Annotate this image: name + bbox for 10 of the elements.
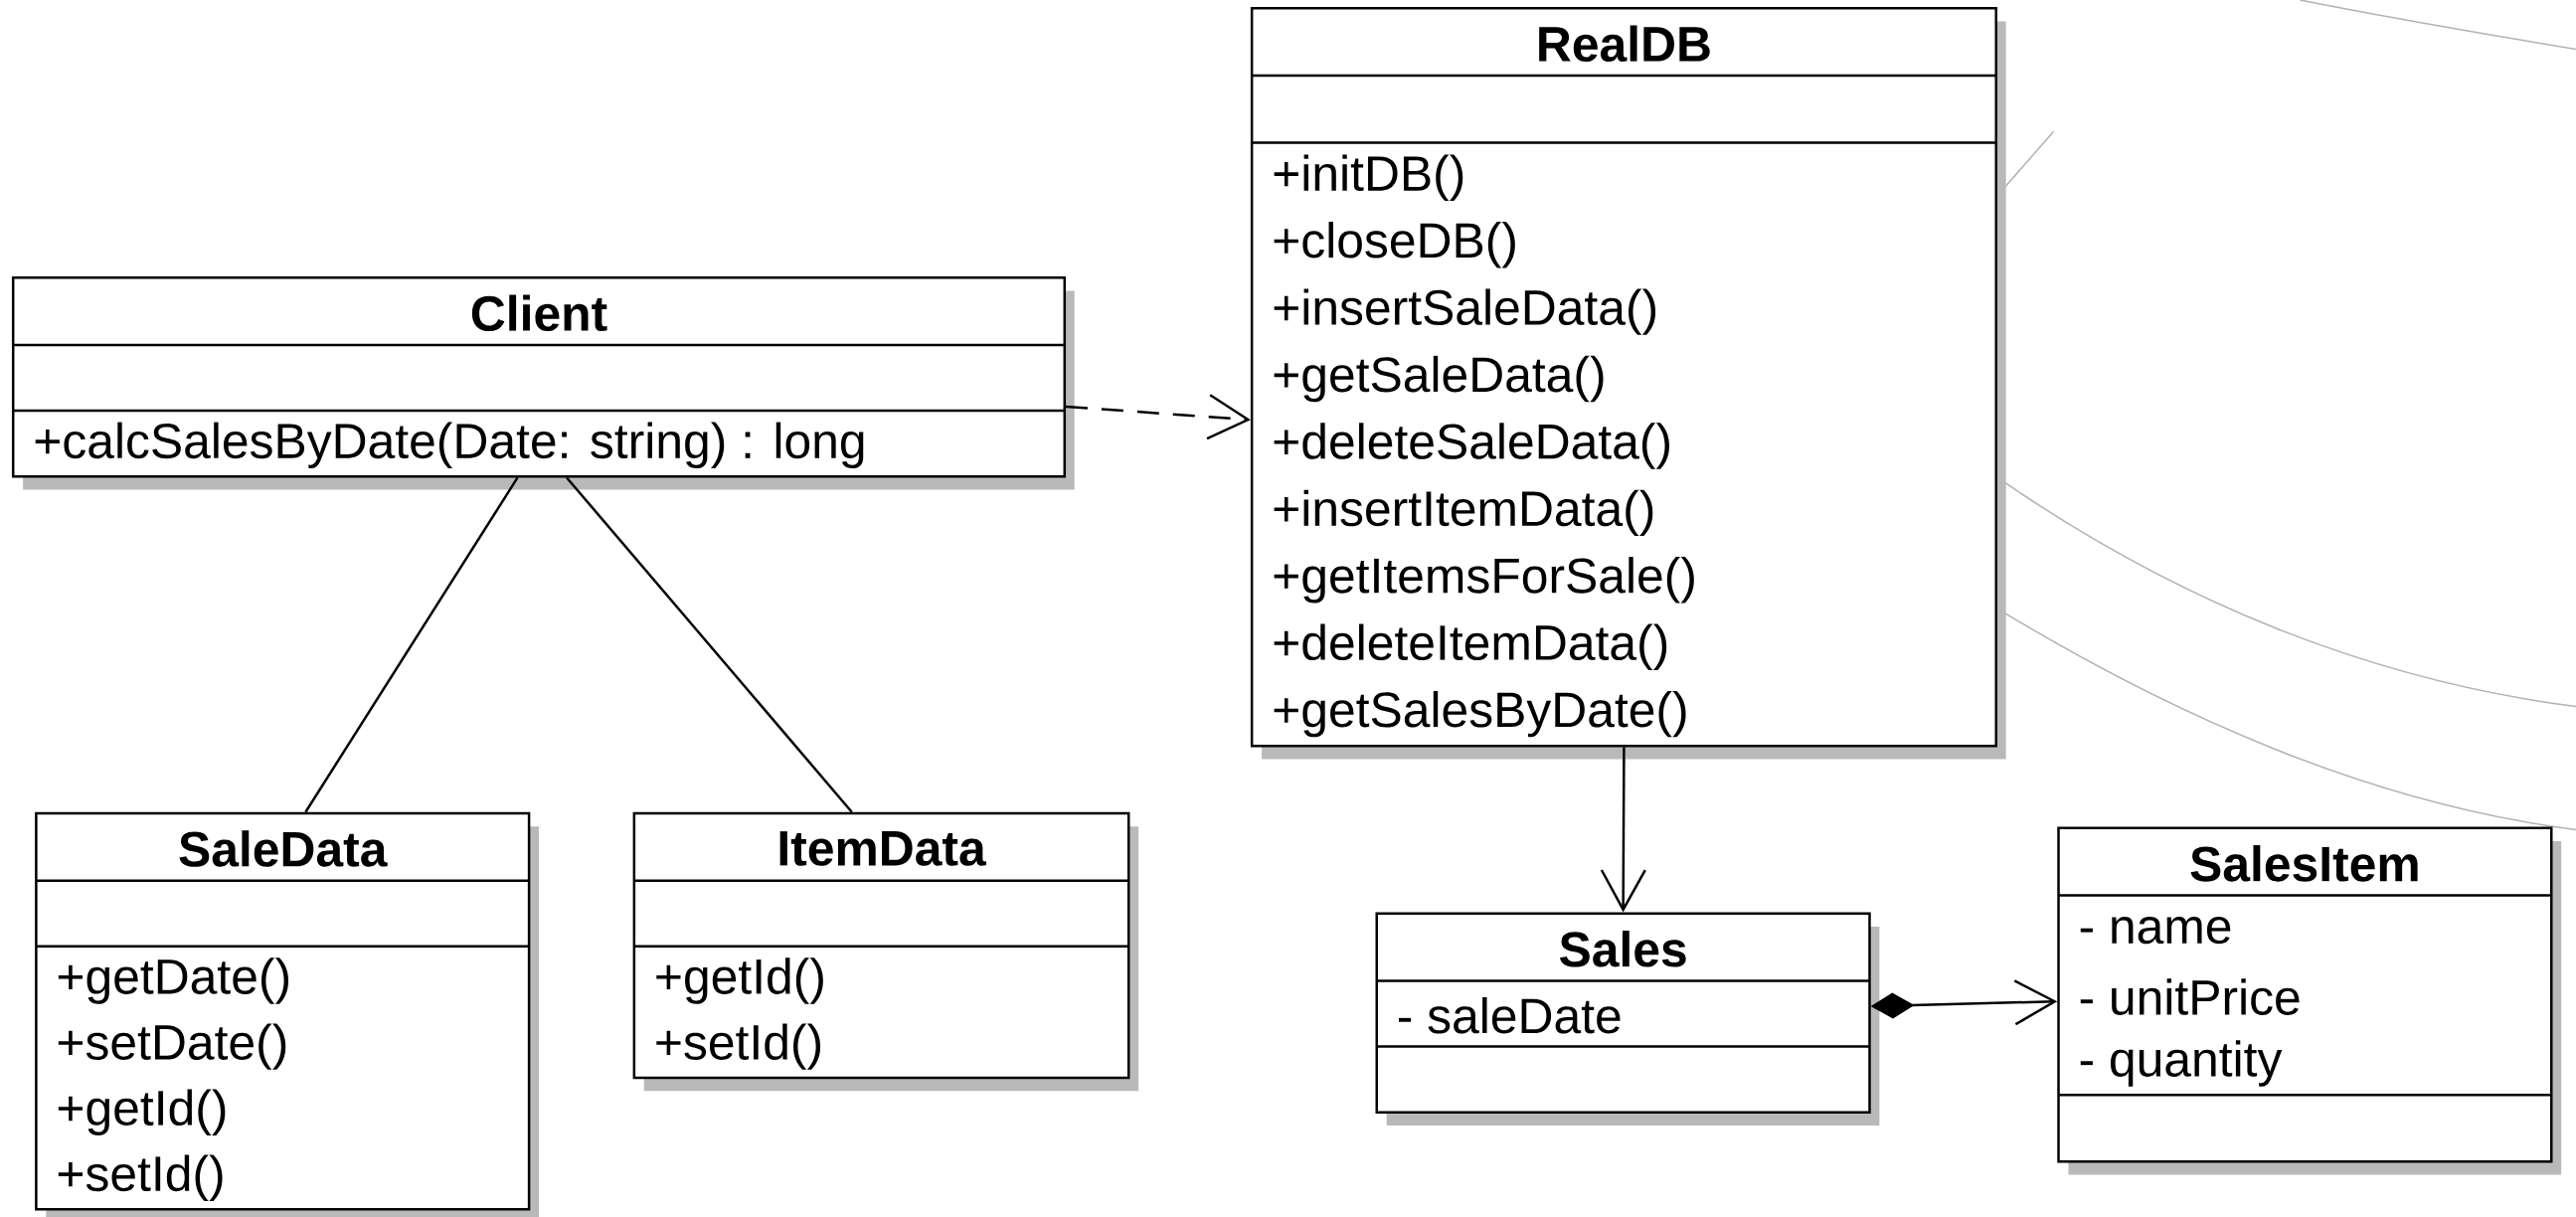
class-box: Client +calcSalesByDate(Date: string) : long [11, 276, 1075, 490]
class-box: RealDB +initDB() +closeDB() +insertSaleData() +getSaleData() +deleteSaleData() +insertItemData() +getItemsForSale() +deleteItemData() +getSalesByDate() [1250, 7, 2006, 760]
arrow [1065, 394, 1251, 440]
connector-line [566, 476, 853, 813]
class-box: SalesItem - name - unitPrice - quantity [2057, 826, 2562, 1175]
connector-line [304, 476, 519, 813]
class-box: Sales - saleDate [1375, 912, 1880, 1126]
class-box: SaleData +getDate() +setDate() +getId() +setId() [35, 811, 539, 1217]
arrow [1600, 747, 1646, 913]
class-box: ItemData +getId() +setId() [632, 811, 1139, 1092]
